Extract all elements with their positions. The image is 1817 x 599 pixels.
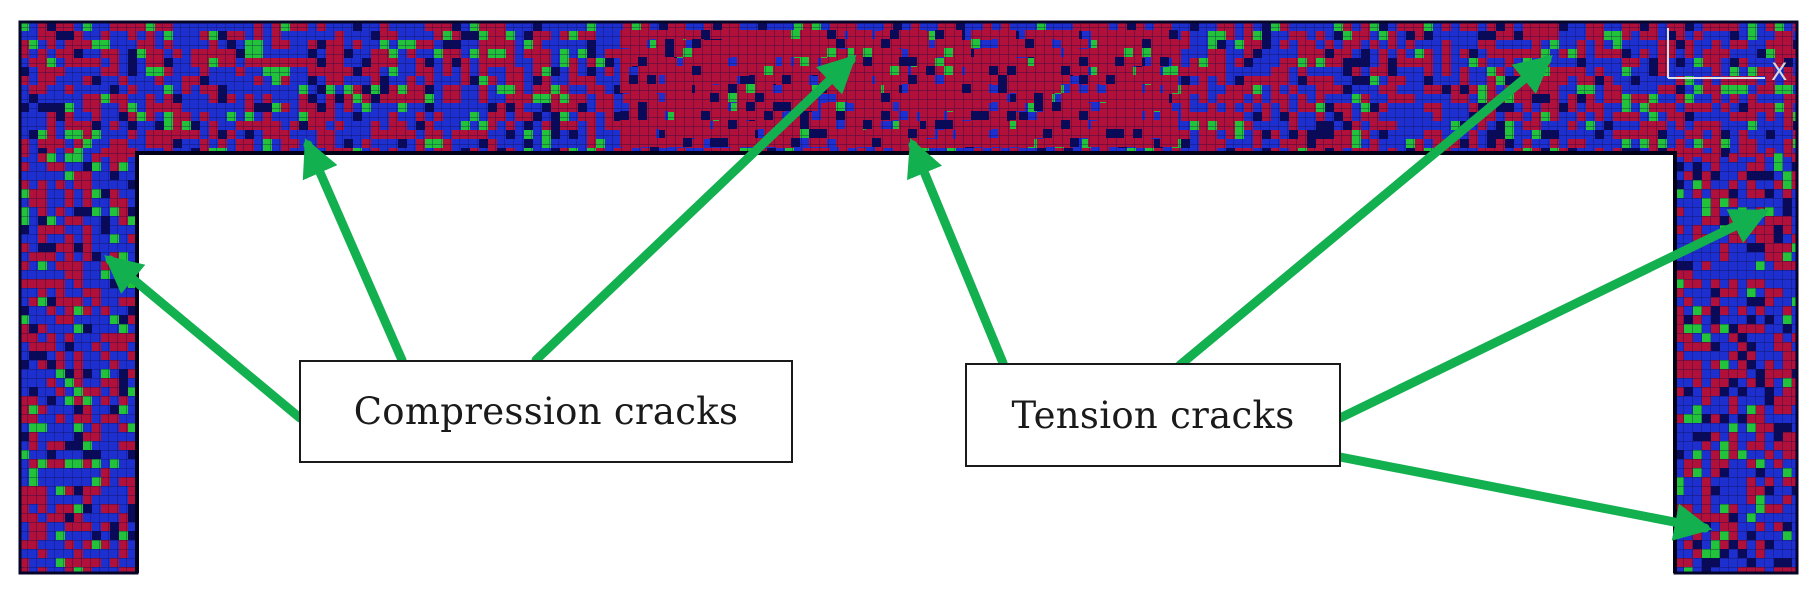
arrow-icon — [531, 54, 857, 365]
arrow-icon — [907, 138, 1008, 368]
arrow-icon — [1335, 452, 1713, 541]
arrow-icon — [302, 138, 407, 365]
arrow-icon — [104, 255, 305, 423]
frame-opening-edge — [135, 151, 1677, 573]
arrow-icon — [1175, 55, 1553, 370]
arrow-icon — [1335, 208, 1769, 423]
tension-cracks-label: Tension cracks — [965, 363, 1341, 467]
compression-cracks-label: Compression cracks — [299, 360, 793, 463]
axis-x-label: X — [1771, 58, 1787, 86]
axis-triad-icon — [1667, 28, 1765, 79]
annotation-arrows — [104, 54, 1769, 541]
